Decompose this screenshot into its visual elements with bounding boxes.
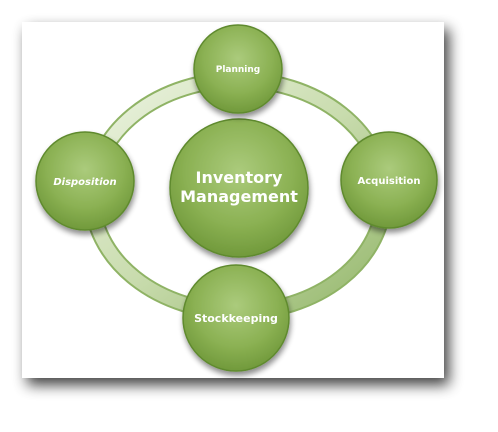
stockkeeping-label: Stockkeeping	[194, 312, 278, 325]
center-label-line1: Inventory	[196, 168, 284, 187]
disposition-label: Disposition	[53, 177, 116, 188]
center-label-line2: Management	[180, 187, 298, 206]
acquisition-label: Acquisition	[358, 176, 421, 187]
planning-node	[193, 24, 283, 114]
disposition-node	[35, 131, 135, 231]
stockkeeping-node	[182, 264, 290, 372]
center-node	[169, 118, 309, 258]
acquisition-node	[340, 131, 438, 229]
planning-label: Planning	[216, 65, 261, 75]
